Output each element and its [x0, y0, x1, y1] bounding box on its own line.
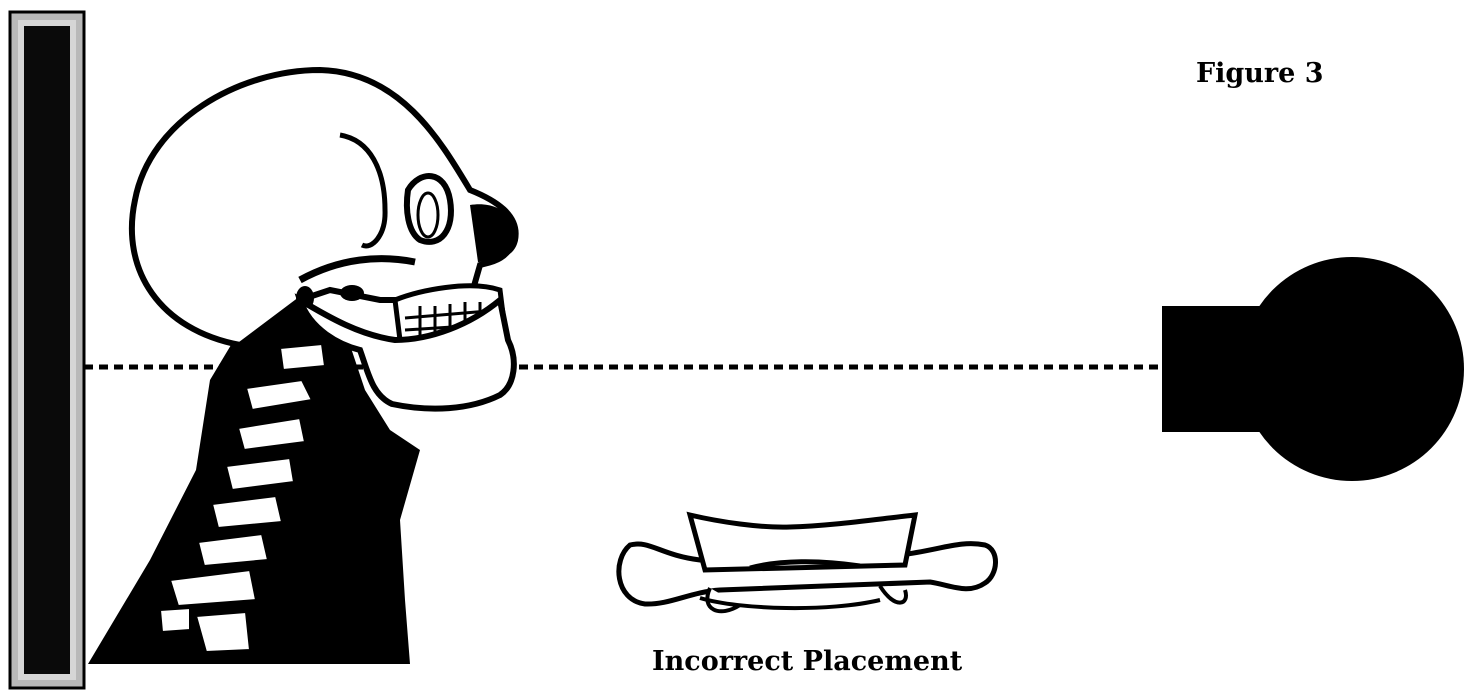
- facet-right: [880, 586, 906, 603]
- figure-caption: Incorrect Placement: [652, 646, 962, 677]
- figure-label: Figure 3: [1196, 58, 1324, 89]
- image-receptor: [10, 12, 84, 688]
- mastoid-hole: [340, 285, 364, 301]
- incorrect-placement-inset: [619, 515, 996, 611]
- xray-tube: [1162, 257, 1464, 481]
- nasal-cavity: [470, 204, 518, 262]
- orbit: [407, 176, 451, 242]
